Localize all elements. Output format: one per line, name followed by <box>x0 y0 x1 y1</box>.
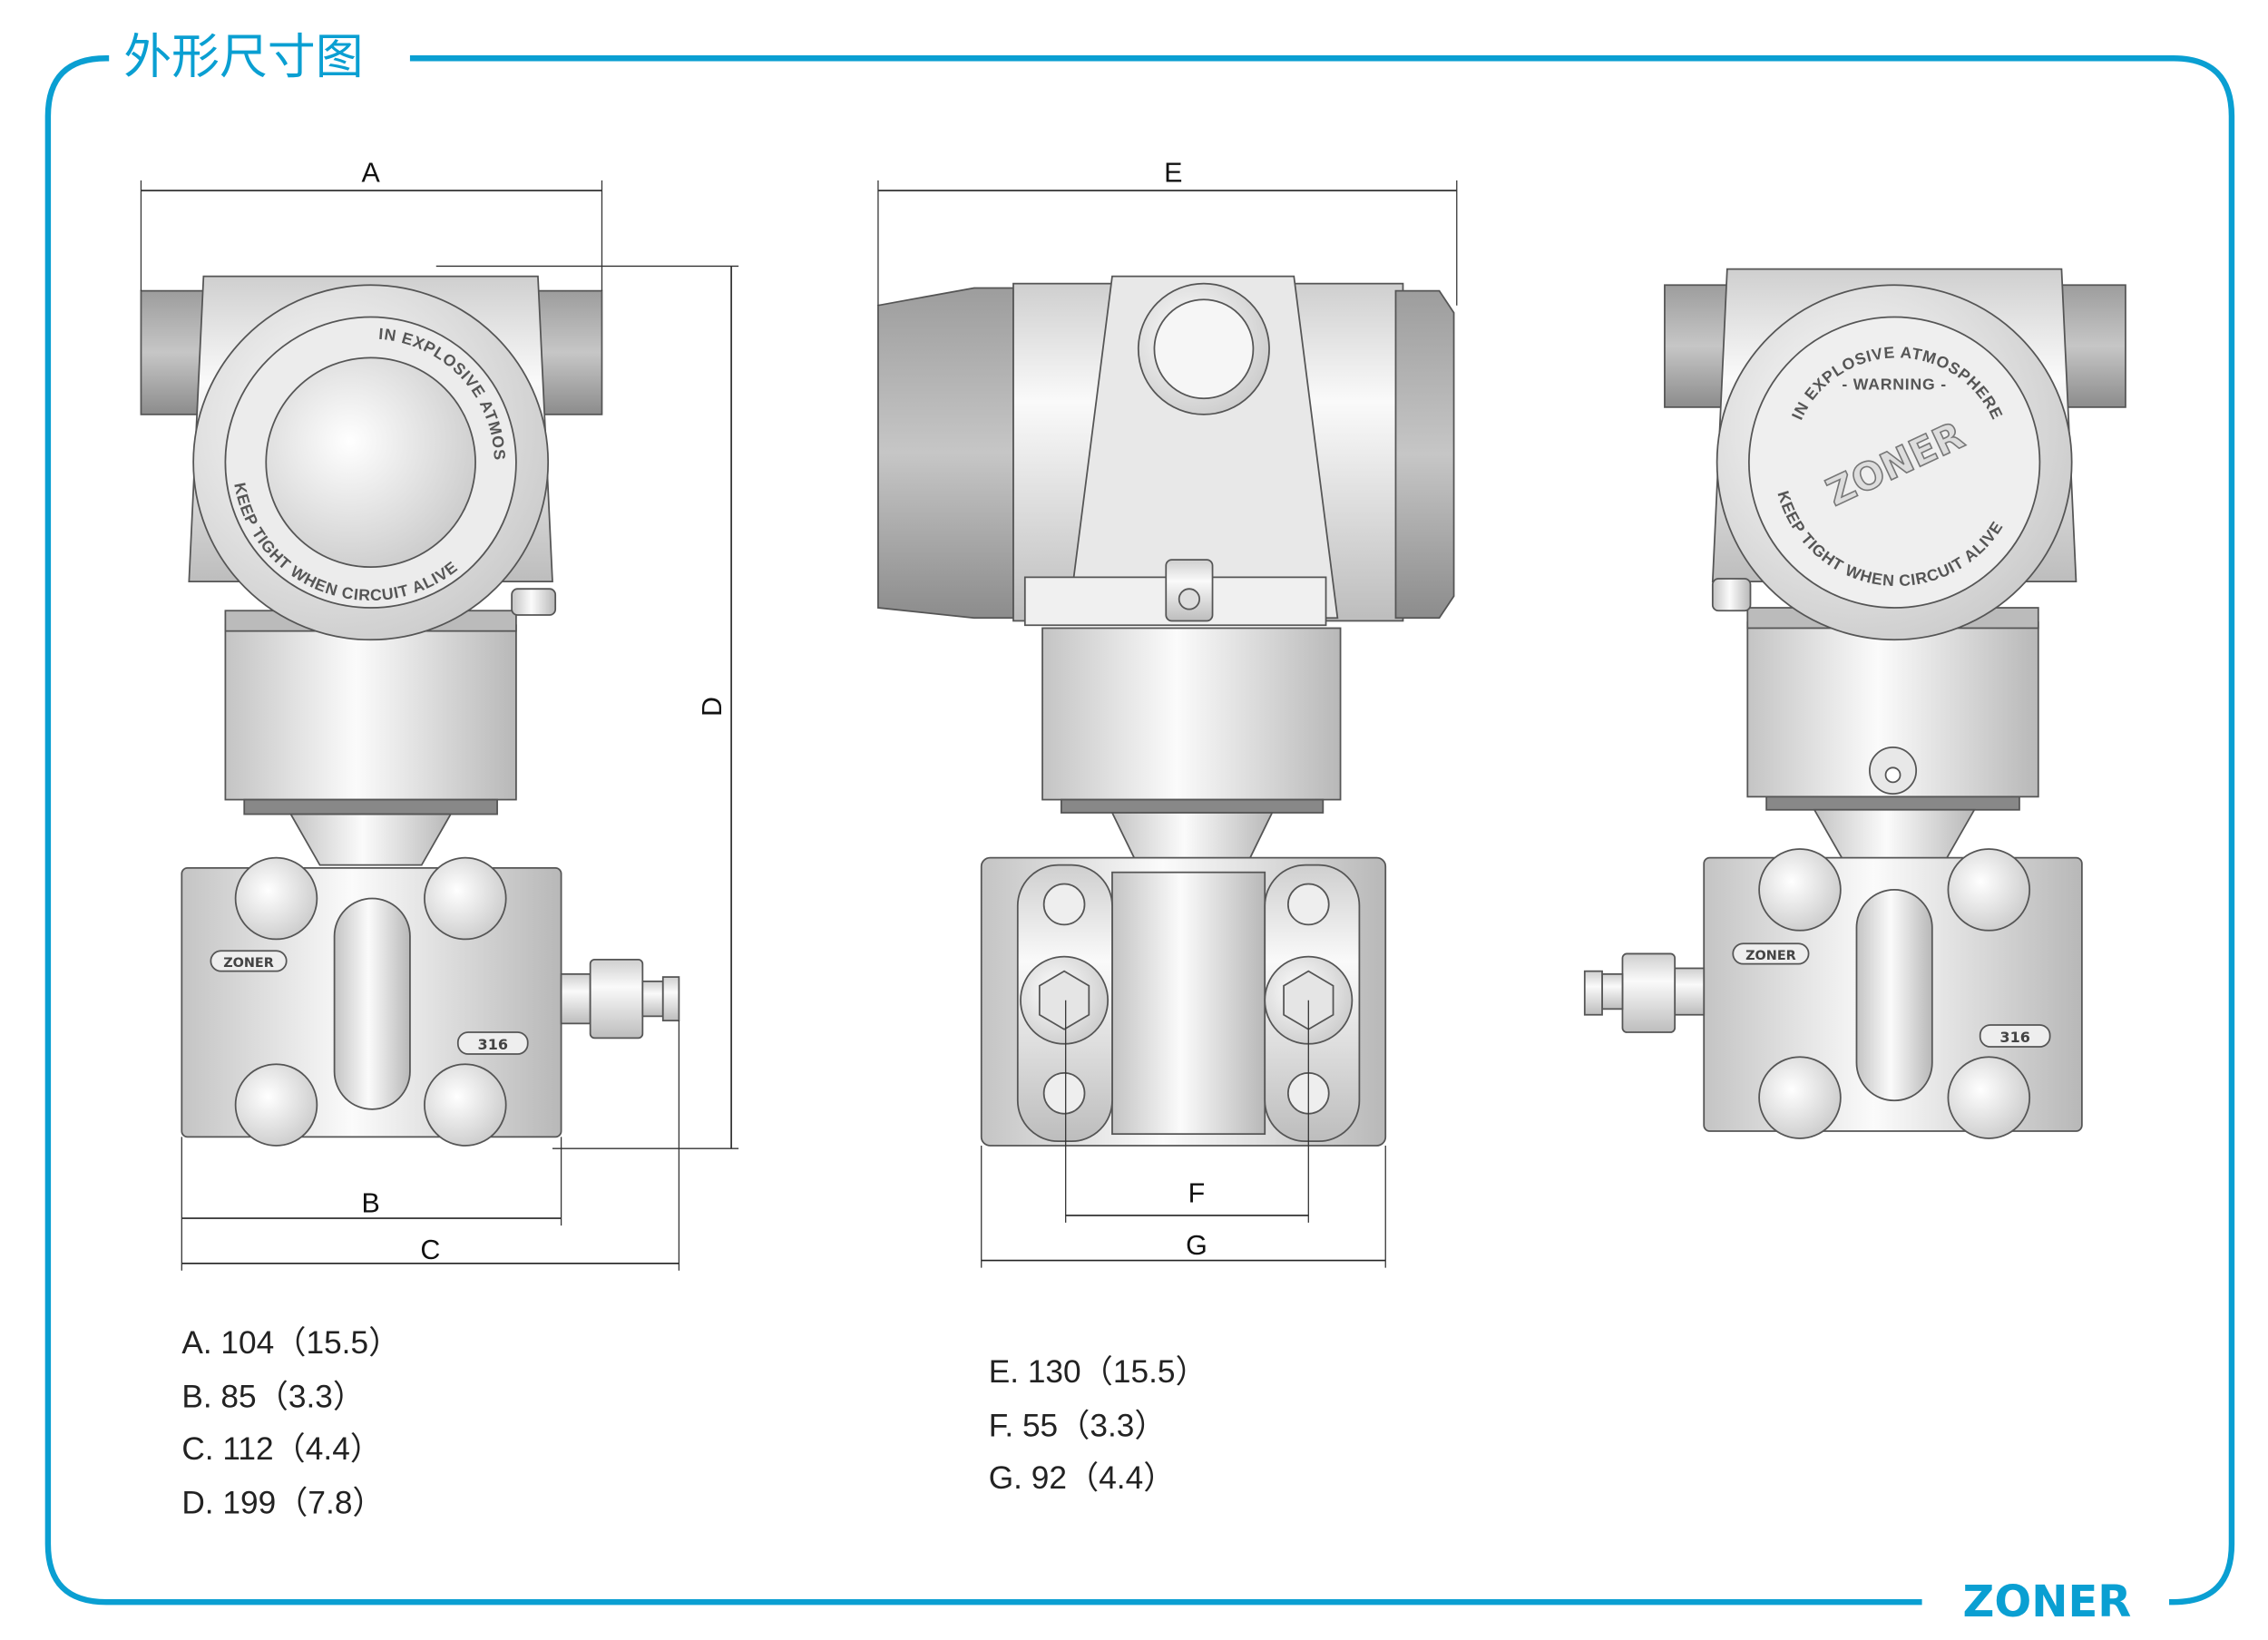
spec-item: D. 199（7.8） <box>181 1485 384 1520</box>
material-tag: 316 <box>478 1036 508 1053</box>
spec-item: G. 92（4.4） <box>989 1460 1176 1496</box>
cover-warning-marking: - WARNING - <box>1842 376 1946 394</box>
body-badge: ZONER <box>1745 949 1796 963</box>
spec-item: C. 112（4.4） <box>181 1431 382 1467</box>
side-view-transmitter <box>877 275 1455 1147</box>
spec-item: F. 55（3.3） <box>989 1408 1167 1443</box>
frame-border <box>44 55 2235 1606</box>
spec-item: B. 85（3.3） <box>181 1379 365 1414</box>
dimension-label-a: A <box>361 157 380 188</box>
dimension-label-f: F <box>1188 1177 1206 1208</box>
dimension-label-e: E <box>1164 157 1182 188</box>
spec-list-left: A. 104（15.5） B. 85（3.3） C. 112（4.4） D. 1… <box>181 1325 400 1520</box>
material-tag: 316 <box>1999 1029 2029 1046</box>
dimension-label-g: G <box>1186 1230 1207 1261</box>
body-badge: ZONER <box>223 956 274 971</box>
page-title: 外形尺寸图 <box>123 29 363 84</box>
dimension-label-c: C <box>420 1235 440 1265</box>
dimension-lines-front <box>140 180 739 1271</box>
dimension-lines-side <box>877 180 1458 1268</box>
brand-logo: ZONER <box>1963 1577 2132 1627</box>
spec-item: E. 130（15.5） <box>989 1354 1207 1390</box>
front-view-transmitter: IN EXPLOSIVE ATMOSPHERE KEEP TIGHT WHEN … <box>0 0 680 1147</box>
spec-list-right: E. 130（15.5） F. 55（3.3） G. 92（4.4） <box>989 1354 1207 1496</box>
spec-item: A. 104（15.5） <box>181 1325 400 1361</box>
dimension-label-d: D <box>697 697 728 717</box>
dimension-label-b: B <box>361 1188 379 1219</box>
rear-view-transmitter: IN EXPLOSIVE ATMOSPHERE - WARNING - ZONE… <box>1583 268 2126 1139</box>
